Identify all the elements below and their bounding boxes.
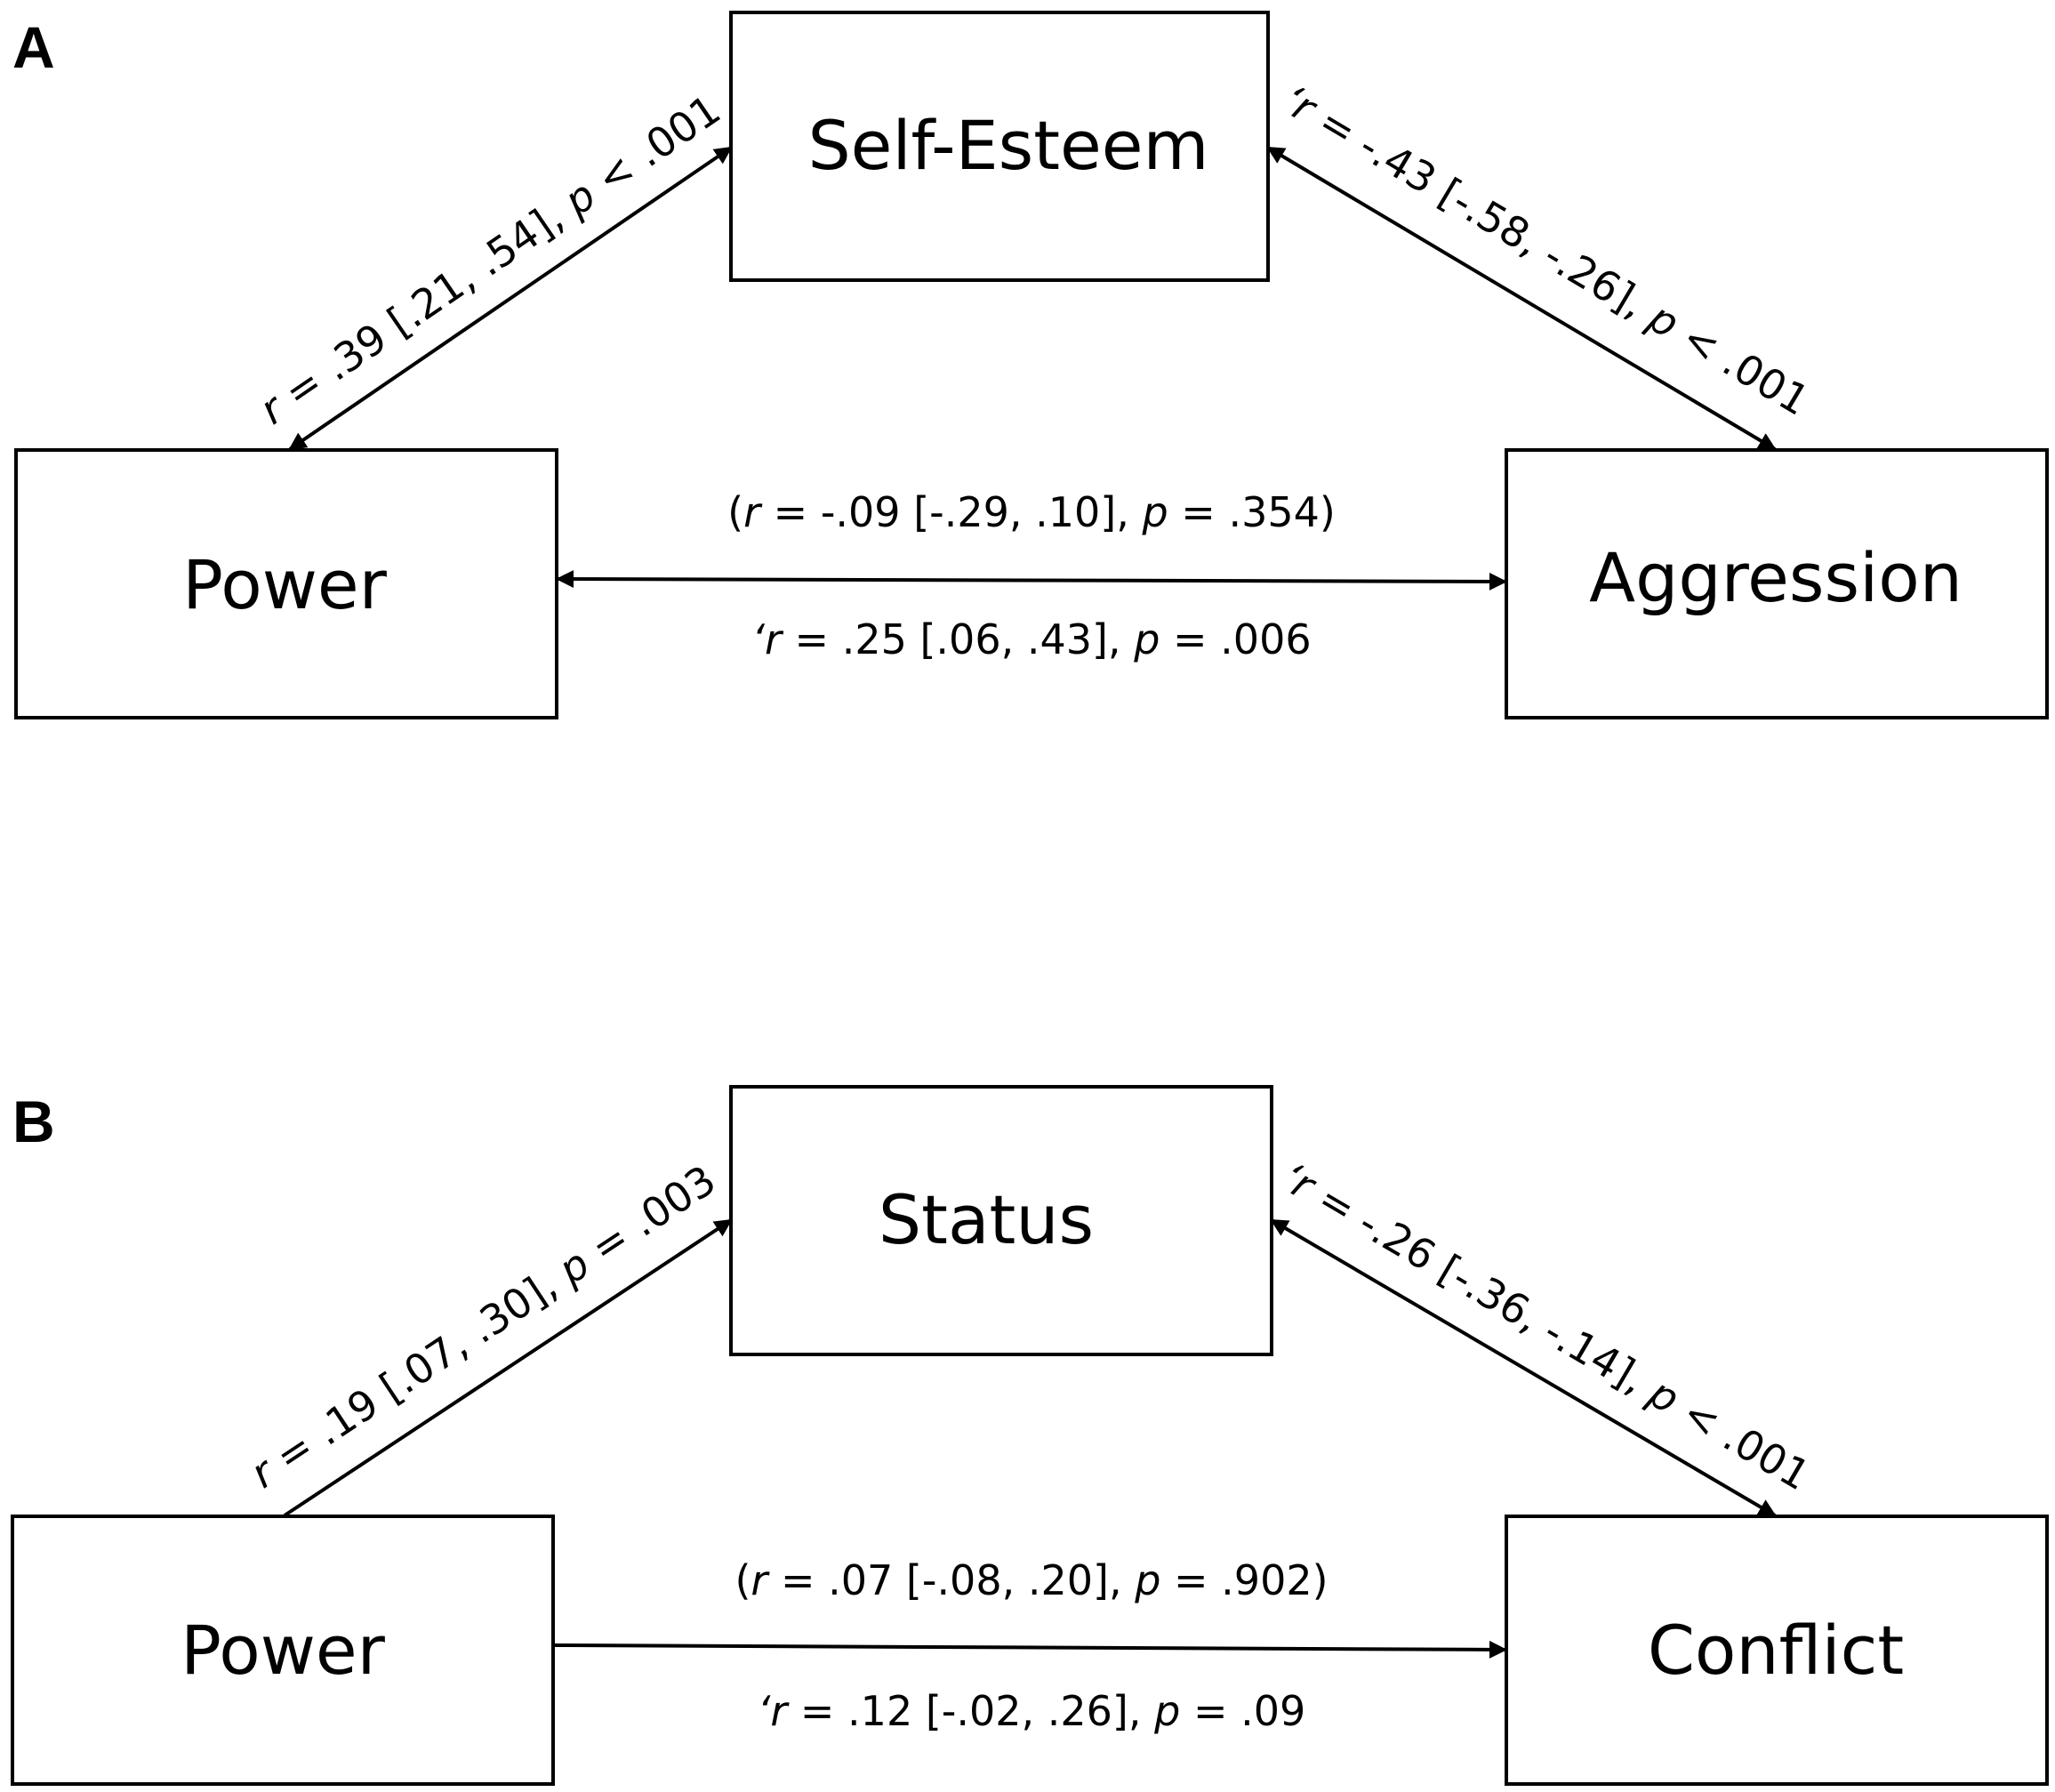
edge-label-direct-b-upper: (r = .07 [-.08, .20], p = .902) [735, 1556, 1328, 1604]
node-label-power-b: Power [181, 1611, 386, 1690]
edge-label-self-esteem-aggression: ‘r = -.43 [-.58, -.26], p < .001 [1273, 76, 1817, 425]
edge-label-part: ( [735, 1556, 751, 1604]
edge-power-self-esteem [288, 146, 733, 451]
edge-label-part: r [751, 1556, 770, 1604]
edge-label-power-status: r = .19 [.07, .30], p = .003 [242, 1156, 724, 1498]
panel-letter-b: B [12, 1089, 55, 1154]
edge-label-part: = .006 [1160, 615, 1311, 663]
edge-label-part: = .12 [-.02, .26], [787, 1687, 1154, 1735]
edge-label-direct-b-lower: ‘r = .12 [-.02, .26], p = .09 [758, 1687, 1306, 1735]
edge-label-part: ( [727, 488, 743, 536]
edge-label-part: = -.09 [-.29, .10], [760, 488, 1142, 536]
edge-label-part: = .19 [.07, .30], [256, 1254, 576, 1489]
edge-label-part: p [1134, 1556, 1160, 1604]
node-box-status [729, 1085, 1273, 1356]
node-box-aggression [1505, 448, 2049, 719]
edge-label-part: < .001 [1663, 306, 1818, 424]
edge-label-power-self-esteem: r = .39 [.21, .54], p < .001 [251, 85, 729, 434]
edge-label-part: = .09 [1180, 1687, 1305, 1735]
edge-power-aggression [556, 570, 1507, 591]
node-label-self-esteem: Self-Esteem [807, 106, 1208, 185]
edge-label-part: = .003 [572, 1156, 725, 1280]
edge-label-part: = -.43 [-.58, -.26], [1299, 91, 1665, 334]
edge-label-part: < .001 [1663, 1382, 1818, 1500]
panel-letter-a: A [12, 14, 55, 80]
edge-label-part: = .25 [.06, .43], [782, 615, 1134, 663]
node-box-conflict [1505, 1515, 2049, 1786]
node-label-aggression: Aggression [1589, 538, 1963, 617]
panel-b: B Status Power Conflict r = .19 [.07, .3… [11, 1085, 2049, 1786]
edge-label-direct-a-lower: ‘r = .25 [.06, .43], p = .006 [751, 615, 1311, 663]
panel-a: A Self-Esteem Power Aggression r = .39 [… [12, 11, 2049, 719]
edge-status-conflict [1270, 1218, 1777, 1517]
edge-self-esteem-aggression [1266, 146, 1777, 451]
node-label-power-a: Power [182, 545, 388, 624]
edge-label-part: < .001 [577, 85, 729, 211]
edge-label-part: p [1153, 1687, 1180, 1735]
node-box-power-b [11, 1515, 555, 1786]
edge-label-part: = .07 [-.08, .20], [767, 1556, 1135, 1604]
node-label-status: Status [879, 1180, 1094, 1259]
edge-label-direct-a-upper: (r = -.09 [-.29, .10], p = .354) [727, 488, 1336, 536]
edge-label-part: = .39 [.21, .54], [265, 186, 582, 424]
edge-label-part: = .902) [1160, 1556, 1328, 1604]
edge-power-conflict [553, 1640, 1507, 1659]
node-box-power-a [14, 448, 558, 719]
edge-label-part: p [1141, 488, 1168, 536]
edge-label-part: ‘r [751, 615, 784, 663]
edge-label-status-conflict: ‘r = -.26 [-.36, -.14], p < .001 [1273, 1153, 1818, 1499]
edge-label-part: p [1133, 615, 1160, 663]
edge-label-part: ‘r [758, 1687, 791, 1735]
node-box-self-esteem [729, 11, 1270, 282]
edge-label-part: r [743, 488, 763, 536]
edge-power-status [283, 1218, 733, 1517]
edge-label-part: = .354) [1168, 488, 1336, 536]
node-label-conflict: Conflict [1648, 1611, 1904, 1690]
edge-label-part: = -.26 [-.36, -.14], [1299, 1168, 1666, 1410]
